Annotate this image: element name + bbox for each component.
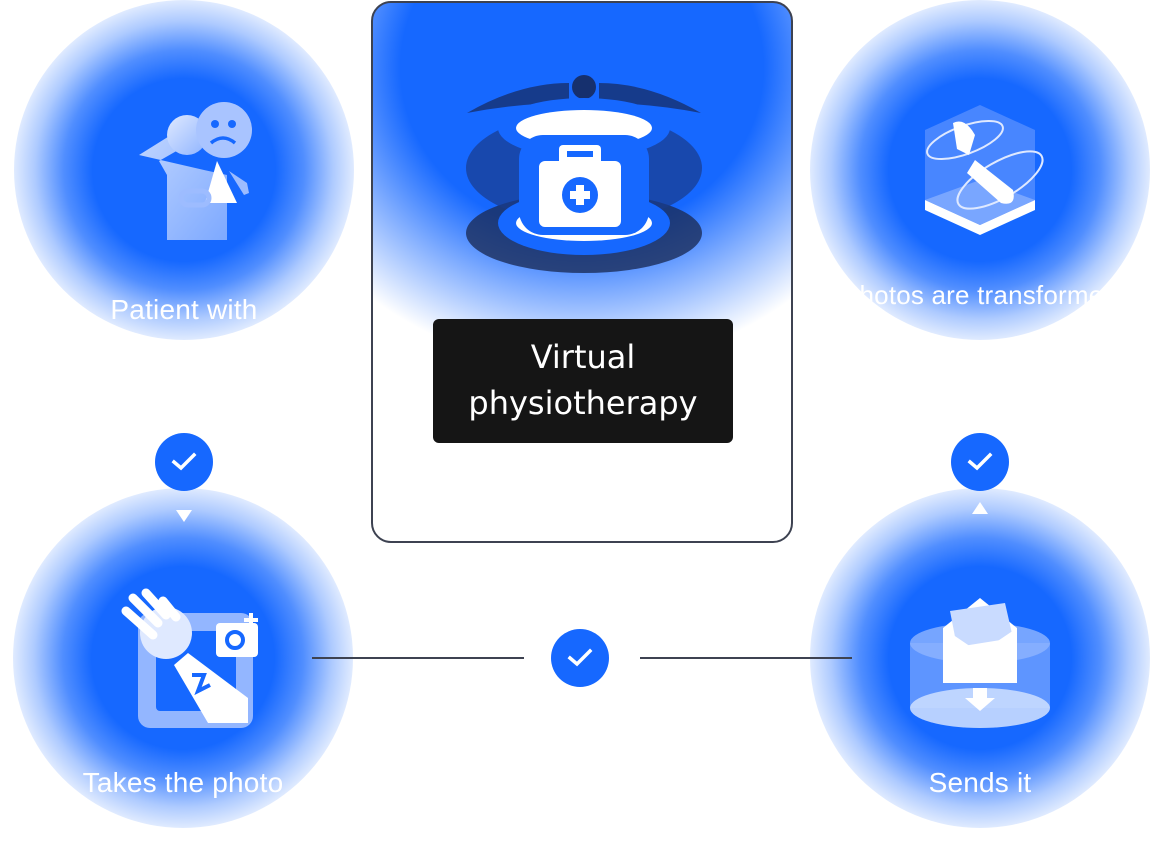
step-label: Sends it — [928, 767, 1032, 798]
arrow-down-icon — [176, 510, 192, 522]
step-complete-badge — [951, 433, 1009, 491]
card-title: Virtual physiotherapy — [433, 319, 733, 443]
checkmark-icon — [967, 452, 993, 471]
step-patient: Patient with — [14, 0, 354, 420]
checkmark-icon — [171, 452, 197, 471]
step-transform: Photos are transformed — [810, 0, 1150, 420]
step-photo: Takes the photo — [13, 488, 353, 864]
step-label: Photos are transformed — [841, 280, 1119, 310]
checkmark-icon — [567, 648, 593, 667]
medical-phone-icon — [466, 75, 702, 273]
step-complete-badge — [551, 629, 609, 687]
step-complete-badge — [155, 433, 213, 491]
virtual-physiotherapy-card: Virtual physiotherapy — [371, 1, 793, 543]
injured-patient-icon — [139, 102, 252, 240]
camera-photo-arm-icon — [121, 588, 258, 728]
card-title-line2: physiotherapy — [468, 384, 698, 422]
connector-line — [312, 657, 524, 659]
step-label: Takes the photo — [82, 767, 284, 798]
arrow-up-icon — [972, 502, 988, 514]
send-envelope-icon — [910, 598, 1050, 728]
step-label: Patient with — [110, 294, 258, 325]
card-title-line1: Virtual — [530, 338, 636, 376]
step-send: Sends it — [810, 488, 1150, 864]
connector-line — [640, 657, 852, 659]
3d-digital-twin-icon — [925, 105, 1044, 235]
